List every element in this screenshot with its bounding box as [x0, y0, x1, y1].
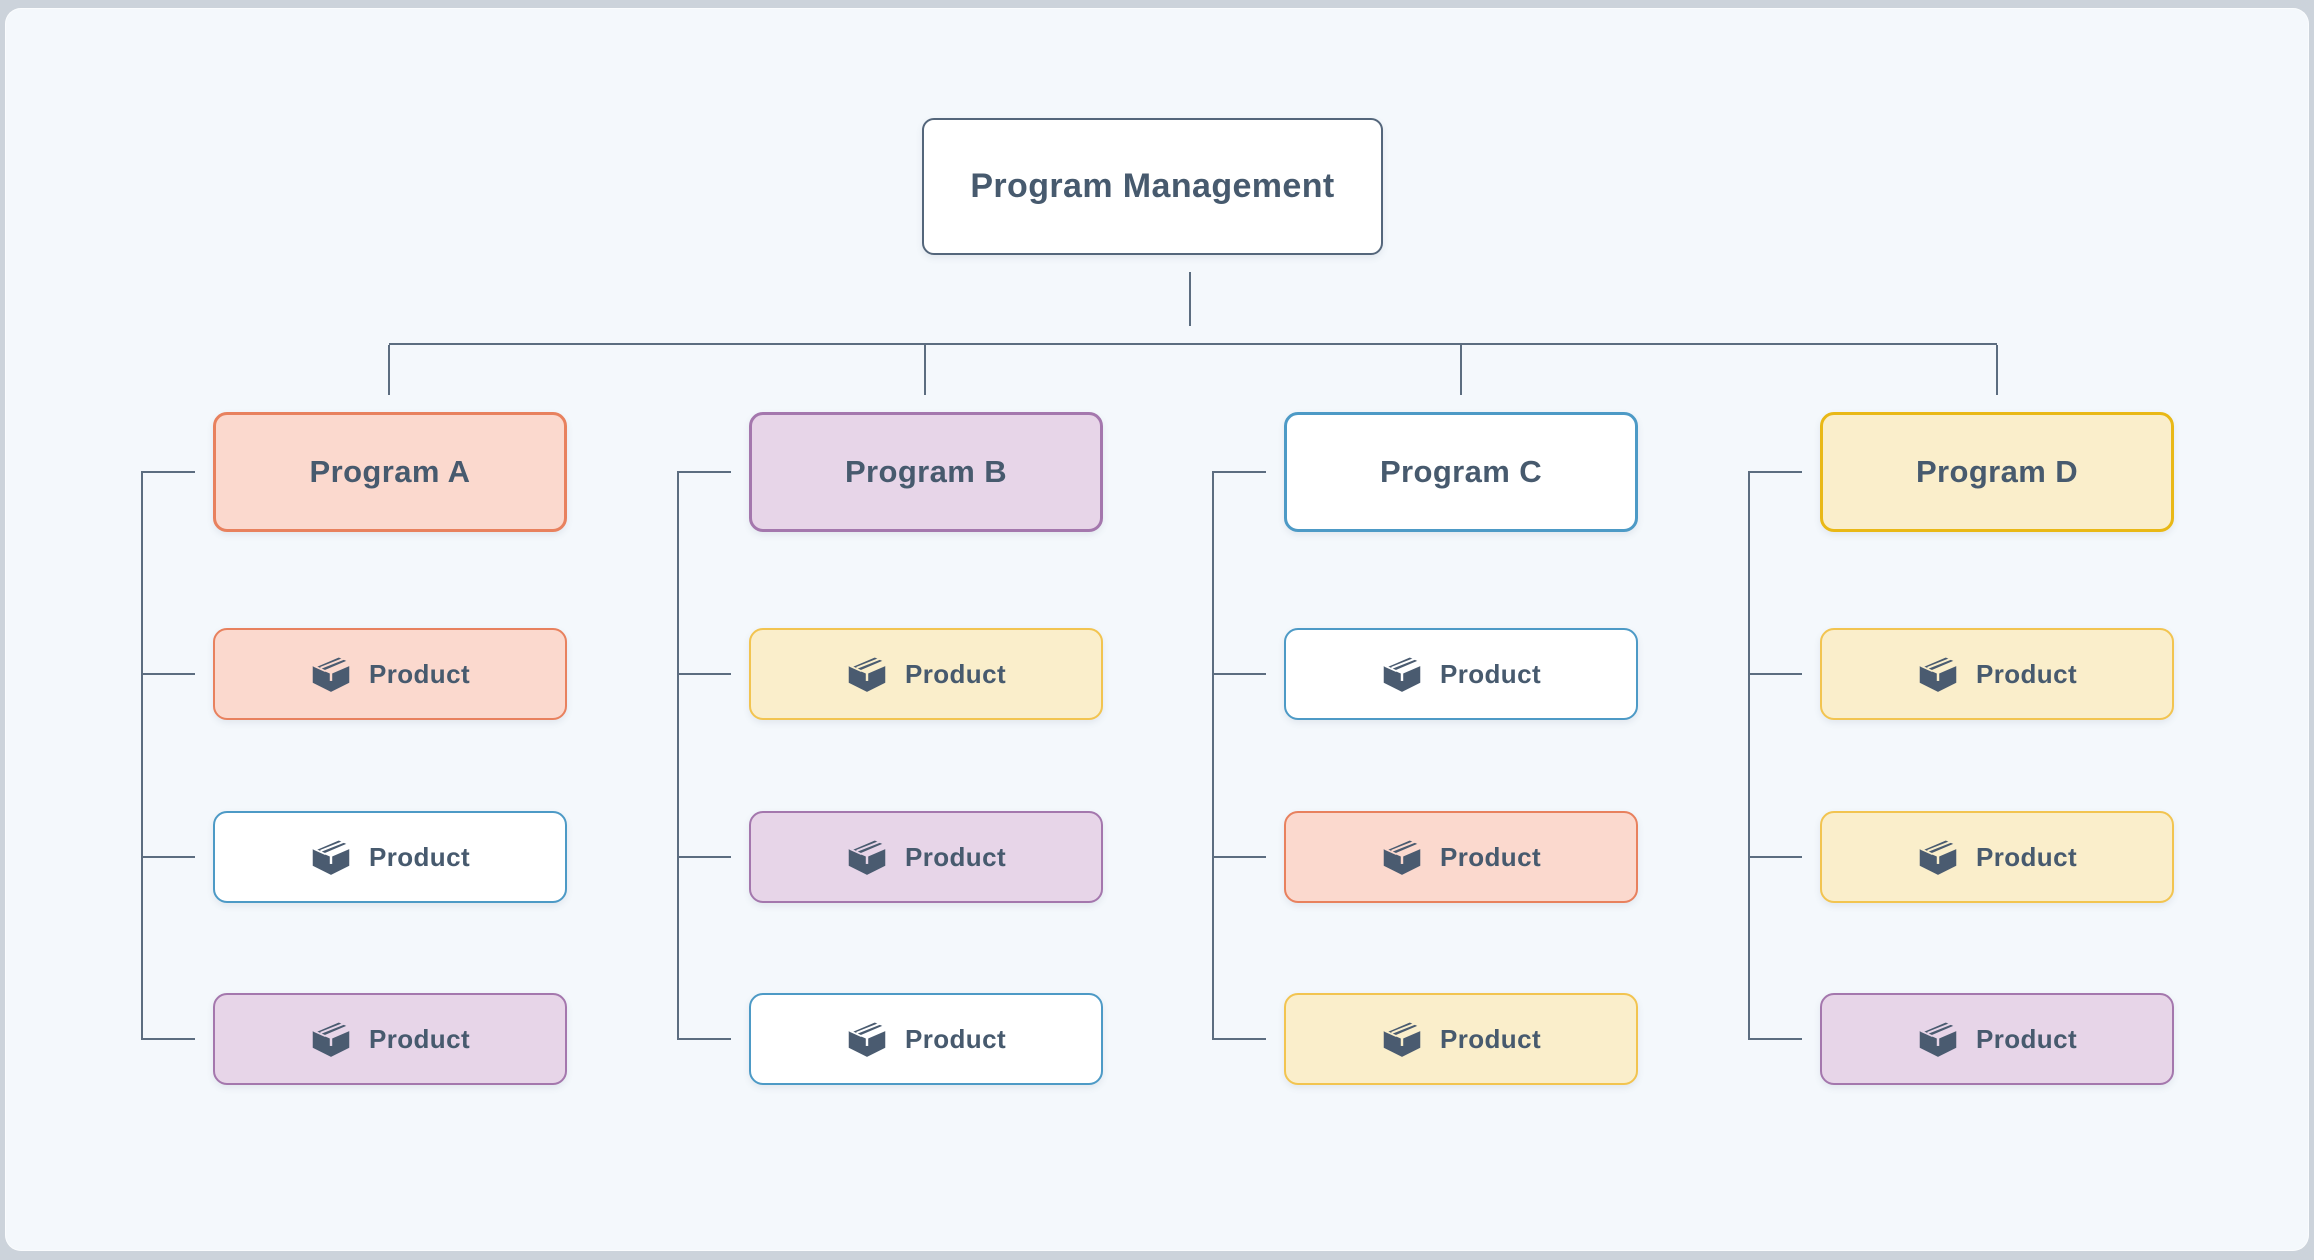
- connector-drop: [924, 345, 926, 395]
- connector-drop: [1460, 345, 1462, 395]
- product-node[interactable]: Product: [1820, 628, 2174, 720]
- package-icon: [846, 837, 888, 877]
- package-icon: [310, 837, 352, 877]
- connector-stub: [679, 856, 731, 858]
- product-node-label: Product: [904, 1023, 1007, 1054]
- package-icon: [1381, 1019, 1423, 1059]
- connector-spine: [1212, 471, 1214, 1040]
- product-node[interactable]: Product: [749, 993, 1103, 1085]
- connector-trunk: [1189, 272, 1191, 326]
- connector-drop: [1996, 345, 1998, 395]
- connector-stub: [679, 471, 731, 473]
- product-node[interactable]: Product: [749, 811, 1103, 903]
- package-icon: [1917, 1019, 1959, 1059]
- product-node[interactable]: Product: [213, 993, 567, 1085]
- product-node-label: Product: [904, 841, 1007, 872]
- program-node-program-a[interactable]: Program A: [213, 412, 567, 532]
- program-node-program-c[interactable]: Program C: [1284, 412, 1638, 532]
- connector-stub: [1214, 1038, 1266, 1040]
- program-column: Program D Product Product: [1748, 412, 2174, 1092]
- package-icon: [310, 1019, 352, 1059]
- product-node-label: Product: [1439, 658, 1542, 689]
- program-node-label: Program B: [844, 454, 1008, 489]
- connector-rail: [389, 343, 1997, 345]
- product-node-label: Product: [1439, 841, 1542, 872]
- connector-spine: [1748, 471, 1750, 1040]
- connector-stub: [143, 1038, 195, 1040]
- connector-stub: [143, 471, 195, 473]
- program-node-program-b[interactable]: Program B: [749, 412, 1103, 532]
- package-icon: [1917, 837, 1959, 877]
- package-icon: [846, 1019, 888, 1059]
- program-column: Program B Product Product: [677, 412, 1103, 1092]
- program-column: Program C Product Product: [1212, 412, 1638, 1092]
- program-node-program-d[interactable]: Program D: [1820, 412, 2174, 532]
- package-icon: [1381, 837, 1423, 877]
- connector-stub: [1750, 471, 1802, 473]
- package-icon: [846, 654, 888, 694]
- product-node[interactable]: Product: [1284, 628, 1638, 720]
- connector-stub: [679, 673, 731, 675]
- root-node-label: Program Management: [970, 167, 1335, 205]
- connector-stub: [143, 856, 195, 858]
- product-node[interactable]: Product: [1820, 993, 2174, 1085]
- package-icon: [1917, 654, 1959, 694]
- product-node[interactable]: Product: [749, 628, 1103, 720]
- connector-stub: [1750, 1038, 1802, 1040]
- product-node-label: Product: [368, 658, 471, 689]
- program-node-label: Program C: [1379, 454, 1543, 489]
- connector-stub: [1750, 856, 1802, 858]
- connector-spine: [677, 471, 679, 1040]
- connector-drop: [388, 345, 390, 395]
- product-node[interactable]: Product: [1284, 993, 1638, 1085]
- package-icon: [310, 654, 352, 694]
- connector-stub: [143, 673, 195, 675]
- product-node-label: Product: [1975, 658, 2078, 689]
- product-node-label: Product: [368, 1023, 471, 1054]
- connector-stub: [1214, 856, 1266, 858]
- product-node-label: Product: [1439, 1023, 1542, 1054]
- product-node[interactable]: Product: [213, 628, 567, 720]
- connector-stub: [1750, 673, 1802, 675]
- product-node-label: Product: [1975, 841, 2078, 872]
- connector-stub: [1214, 673, 1266, 675]
- program-node-label: Program A: [309, 454, 471, 489]
- program-column: Program A Product Product: [141, 412, 567, 1092]
- connector-stub: [679, 1038, 731, 1040]
- root-node-program-management[interactable]: Program Management: [922, 118, 1383, 255]
- program-node-label: Program D: [1915, 454, 2079, 489]
- product-node-label: Product: [904, 658, 1007, 689]
- package-icon: [1381, 654, 1423, 694]
- product-node[interactable]: Product: [213, 811, 567, 903]
- product-node-label: Product: [368, 841, 471, 872]
- connector-spine: [141, 471, 143, 1040]
- product-node[interactable]: Product: [1284, 811, 1638, 903]
- product-node-label: Product: [1975, 1023, 2078, 1054]
- connector-stub: [1214, 471, 1266, 473]
- product-node[interactable]: Product: [1820, 811, 2174, 903]
